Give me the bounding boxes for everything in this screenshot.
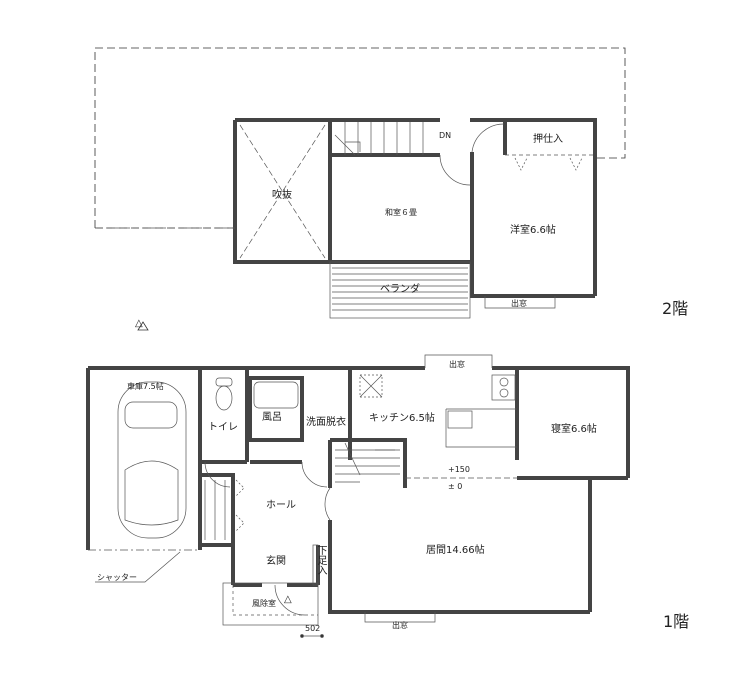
room-label-hall: ホール xyxy=(266,500,296,511)
bay-window-top-label: 出窓 xyxy=(449,360,465,369)
kitchen-hood xyxy=(359,374,383,398)
triangle-mark-2f: △ xyxy=(135,318,143,329)
room-label-kitchen: キッチン6.5帖 xyxy=(369,413,435,424)
roof-outline xyxy=(94,47,626,228)
floor2-title: 2階 xyxy=(662,299,689,318)
floor1-title: 1階 xyxy=(663,612,690,631)
room-label-toilet: トイレ xyxy=(208,422,238,433)
room-label-japanese-room: 和室６畳 xyxy=(385,208,417,217)
level-living: ± 0 xyxy=(448,482,463,491)
triangle-mark: △ xyxy=(284,594,292,605)
room-label-closet: 押仕入 xyxy=(533,134,563,145)
room-label-bedroom: 寝室6.6帖 xyxy=(551,424,597,435)
stove-icon xyxy=(491,374,516,401)
bathtub-icon xyxy=(253,381,299,409)
room-label-washroom: 洗面脱衣 xyxy=(306,417,346,428)
room-label-bath: 風呂 xyxy=(262,412,282,423)
room-label-entrance: 玄関 xyxy=(266,556,286,567)
room-label-veranda: ベランダ xyxy=(380,284,420,295)
bay-window-label: 出窓 xyxy=(511,299,527,308)
car-icon xyxy=(117,381,187,539)
bay-window-bottom-label: 出窓 xyxy=(392,621,408,630)
room-label-windbreak: 風除室 xyxy=(252,599,276,608)
room-label-shoe-storage: 下足入 xyxy=(315,545,326,575)
floor1-walls xyxy=(86,366,630,614)
level-kitchen: +150 xyxy=(448,465,470,474)
shutter-label: シャッター xyxy=(97,573,137,582)
toilet-icon xyxy=(215,377,233,411)
room-label-garage: 車庫7.5帖 xyxy=(127,382,164,391)
room-label-western-room: 洋室6.6帖 xyxy=(510,225,556,236)
stairs-down-label: DN xyxy=(439,131,452,140)
sink-icon xyxy=(447,410,473,429)
dimension-label: 502 xyxy=(305,624,321,633)
room-label-atrium: 吹抜 xyxy=(272,190,292,201)
room-label-living: 居間14.66帖 xyxy=(426,545,485,556)
